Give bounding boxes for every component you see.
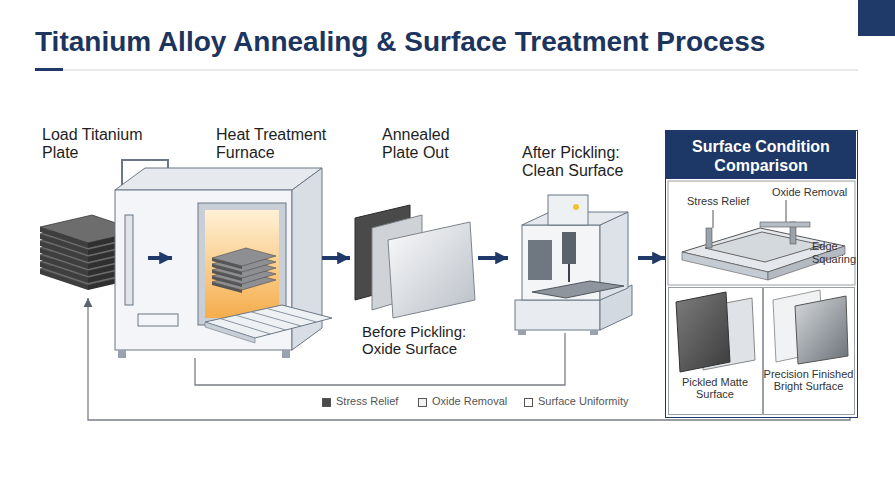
corner-block [858,0,895,36]
stage-furnace: Heat Treatment Furnace [172,118,322,358]
indicator-light [573,204,579,210]
flow-connector [322,256,350,260]
stage-pickling: After Pickling: Clean Surface [508,118,638,333]
machine-base [515,300,600,330]
stage-label: Annealed Plate Out [382,126,478,163]
matte-plate [676,292,730,372]
legend-swatch [524,398,533,407]
surface-cell: Pickled Matte Surface [668,287,763,415]
spindle-tool [568,264,570,282]
machine-foot [590,330,598,335]
legend-text: Oxide Removal [432,395,507,407]
surface-cell: Precision Finished Bright Surface [763,287,855,415]
diagram-title: Titanium Alloy Annealing & Surface Treat… [35,26,865,58]
stage-label: Precision Finished Bright Surface [764,368,854,393]
furnace-plate [212,248,276,269]
machine-foot [518,330,526,335]
flow-connector [195,333,565,385]
stage-label: Heat Treatment Furnace [216,126,346,163]
panel-header: Surface Condition Comparison [666,131,856,179]
tray-slat [267,308,317,322]
tray-slat [236,315,286,330]
plate [388,222,475,318]
furnace-control [138,314,178,326]
callout-label: Stress Relief [687,195,757,208]
callout-label: Oxide Removal [772,186,852,199]
tray-slat [251,312,301,326]
flow-connector [638,256,665,260]
leader-line [713,210,714,228]
furnace-leg [118,350,126,358]
legend-swatch [418,398,427,407]
fixture-plate [705,232,822,262]
machine-window [528,240,552,280]
bright-plate [795,296,848,364]
callout-label: Edge Squaring [812,240,862,265]
legend-text: Surface Uniformity [538,395,628,407]
annealed-plates [355,205,475,318]
leader-line [786,200,787,222]
furnace-chamber [205,210,279,318]
stage-annealed: Annealed Plate OutBefore Pickling: Oxide… [350,118,478,358]
flow-connector [148,256,172,260]
title-rule [63,69,858,70]
pickling-machine [515,195,632,335]
legend-text: Stress Relief [336,395,398,407]
furnace-leg [282,350,290,358]
stage-label: Load Titanium Plate [42,126,152,163]
workpiece [532,281,624,298]
stage-label: After Pickling: Clean Surface [522,144,642,181]
stage-note: Before Pickling: Oxide Surface [362,323,487,358]
title-underline-accent [35,68,63,71]
flow-connector [88,298,850,420]
stage-label: Pickled Matte Surface [669,376,762,401]
stage-load: Load Titanium Plate [38,118,148,298]
furnace-hinge [125,215,133,305]
comparison-panel: Surface Condition ComparisonPickled Matt… [665,130,858,418]
furnace-illustration [115,160,332,358]
flow-connector [478,256,508,260]
clamp [706,228,712,248]
spindle [562,232,576,264]
machine-head [548,195,588,225]
clamp-rail [760,222,810,227]
fixture-illustration [668,181,855,285]
tray-slat [220,319,270,334]
sub-panel-border [668,181,855,285]
legend-swatch [322,398,331,407]
furnace-top [115,168,322,190]
tray-lip [205,322,255,343]
